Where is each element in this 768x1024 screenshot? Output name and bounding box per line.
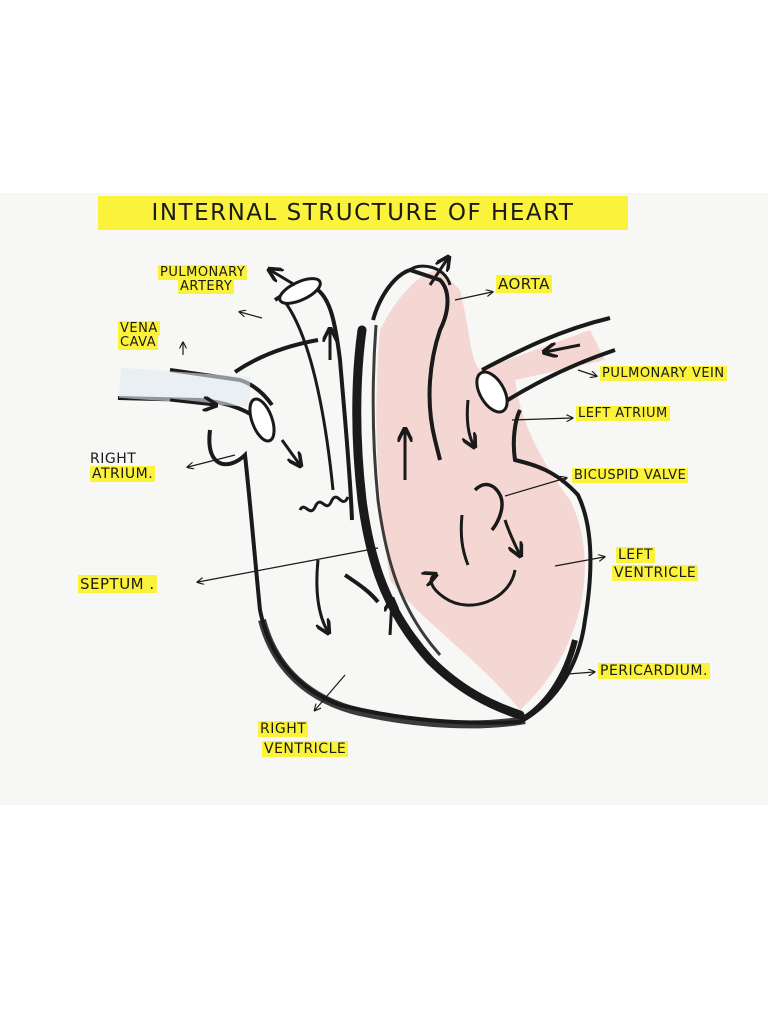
right-ventricle-line2: VENTRICLE bbox=[262, 741, 349, 758]
vena-cava-line2: CAVA bbox=[118, 334, 159, 350]
septum-wall bbox=[352, 325, 525, 720]
label-left-atrium: LEFT ATRIUM bbox=[576, 406, 670, 421]
label-septum: SEPTUM . bbox=[78, 575, 157, 593]
pulmonary-artery-line1: PULMONARY bbox=[158, 265, 248, 280]
septum-text: SEPTUM . bbox=[78, 575, 157, 593]
pericardium-text: PERICARDIUM. bbox=[598, 663, 710, 679]
right-atrium-line2: ATRIUM. bbox=[90, 465, 156, 482]
left-ventricle-line1: LEFT bbox=[616, 547, 656, 563]
label-left-ventricle: LEFT VENTRICLE bbox=[612, 546, 699, 582]
label-pulmonary-vein: PULMONARY VEIN bbox=[600, 366, 727, 381]
label-pulmonary-artery: PULMONARY ARTERY bbox=[158, 265, 248, 294]
label-right-atrium: RIGHT ATRIUM. bbox=[90, 451, 156, 482]
bicuspid-valve bbox=[473, 482, 504, 532]
label-right-ventricle: RIGHT VENTRICLE bbox=[258, 719, 349, 760]
label-vena-cava: VENA CAVA bbox=[118, 321, 160, 350]
label-bicuspid-valve: BICUSPID VALVE bbox=[572, 468, 689, 483]
right-ventricle-line1: RIGHT bbox=[258, 721, 309, 737]
aorta-vessel bbox=[371, 267, 450, 461]
vena-cava-line1: VENA bbox=[118, 321, 160, 336]
pulmonary-artery-vessel bbox=[273, 286, 354, 521]
pulmonary-vein-text: PULMONARY VEIN bbox=[600, 366, 727, 381]
bicuspid-valve-text: BICUSPID VALVE bbox=[572, 468, 689, 483]
label-aorta: AORTA bbox=[496, 275, 552, 293]
tricuspid-valve bbox=[298, 495, 350, 513]
diagram-title: INTERNAL STRUCTURE OF HEART bbox=[98, 196, 628, 230]
left-atrium-text: LEFT ATRIUM bbox=[576, 406, 670, 421]
pulmonary-artery-line2: ARTERY bbox=[178, 278, 235, 294]
left-ventricle-line2: VENTRICLE bbox=[612, 565, 699, 582]
label-pericardium: PERICARDIUM. bbox=[598, 663, 710, 679]
aorta-text: AORTA bbox=[496, 275, 552, 293]
right-atrium-line1: RIGHT bbox=[90, 451, 137, 467]
left-heart-fill bbox=[376, 270, 605, 710]
